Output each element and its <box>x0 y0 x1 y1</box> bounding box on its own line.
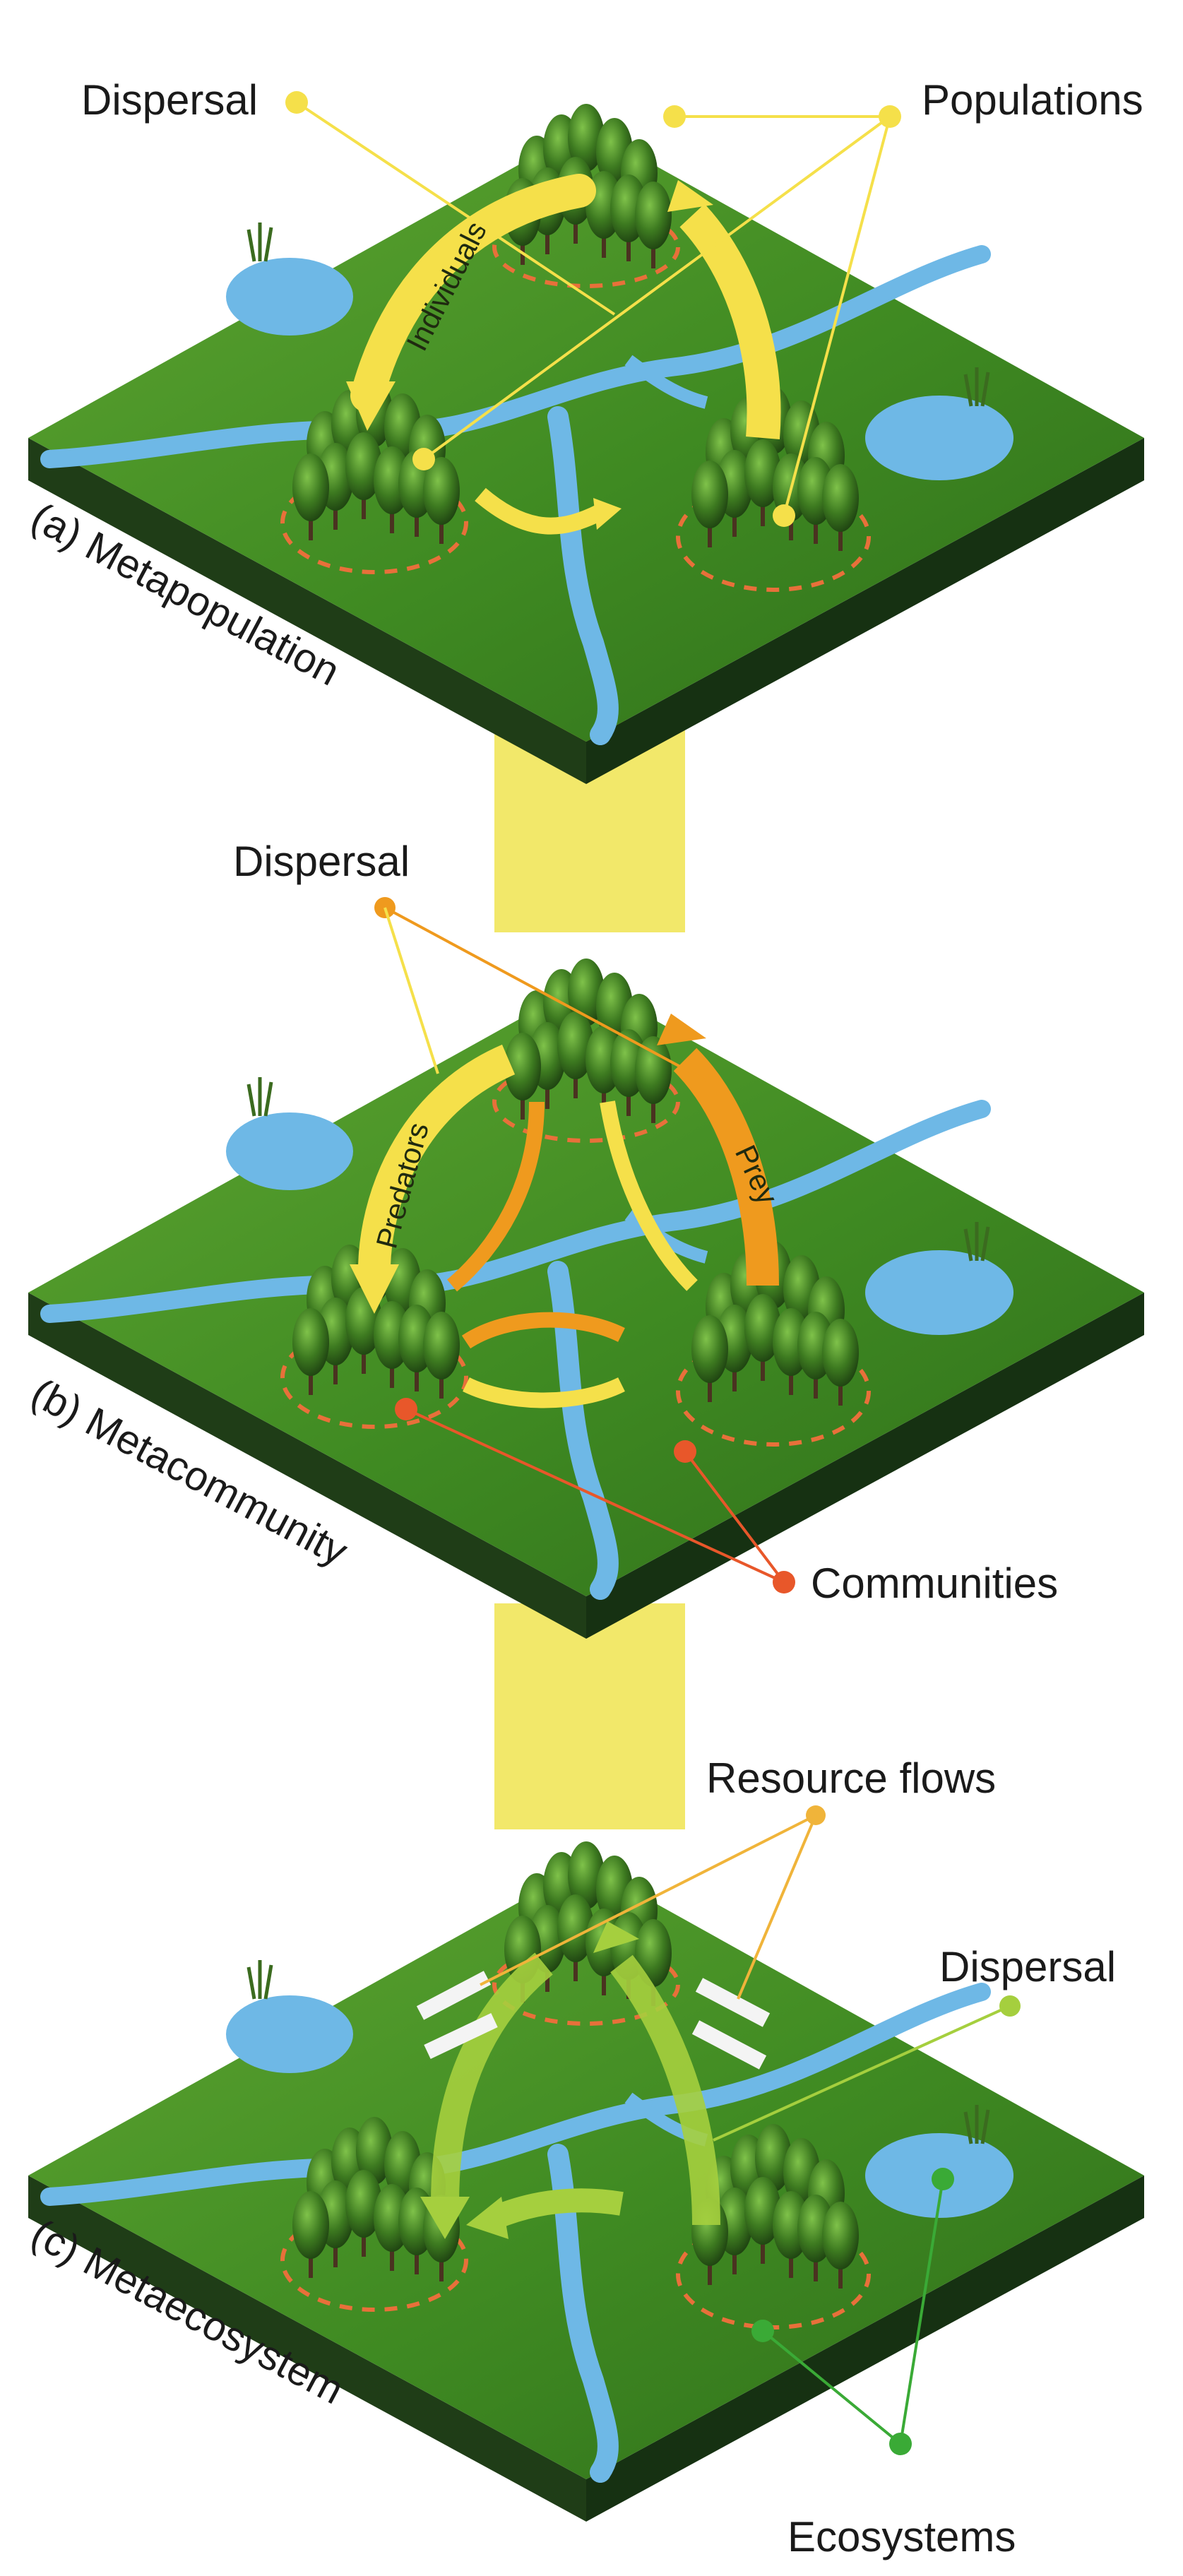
dispersal-label-a: Dispersal <box>81 76 258 124</box>
arrowhead <box>593 498 622 530</box>
dispersal-arrow-bottom-c <box>489 2188 624 2229</box>
arrowhead <box>420 2197 470 2239</box>
callout-line <box>384 906 707 1082</box>
callout-line <box>761 2329 902 2445</box>
callout-dot <box>773 504 795 527</box>
callout-line <box>783 116 891 516</box>
landscape-tile-b <box>28 958 1144 1639</box>
resource-flow-arrow-right <box>695 1978 771 2027</box>
ecosystems-label: Ecosystems <box>787 2513 1016 2560</box>
arrowhead <box>657 1014 706 1045</box>
arrowhead <box>346 381 396 431</box>
dispersal-arrow-individuals <box>350 174 596 412</box>
predator-dispersal-arrow-small <box>600 1100 698 1291</box>
resource-flow-arrow-left <box>424 2013 498 2059</box>
panel-c: Resource flows Dispersal Ecosystems (c) … <box>24 1755 1144 2560</box>
callout-line <box>684 1450 785 1584</box>
predator-dispersal-arrow <box>358 1044 516 1272</box>
callout-dot <box>395 1398 417 1420</box>
prey-dispersal-arrow <box>673 1047 779 1286</box>
callout-line <box>480 1814 816 1986</box>
callout-dot <box>674 1440 696 1463</box>
populations-label: Populations <box>922 76 1143 124</box>
callout-line <box>405 1408 785 1584</box>
callout-dot <box>751 2320 774 2342</box>
prey-dispersal-arrow-small <box>446 1101 545 1292</box>
prey-dispersal-arrow-bottom <box>461 1312 625 1349</box>
panel-b: Predators Prey Dispersal Communities (b)… <box>24 838 1144 1639</box>
predator-dispersal-arrow-bottom <box>463 1377 625 1408</box>
arrowhead <box>350 1264 399 1314</box>
callout-line <box>384 907 439 1074</box>
resource-flow-arrow-right <box>691 2020 767 2070</box>
arrowhead <box>466 2197 509 2239</box>
dispersal-label-b: Dispersal <box>233 838 410 885</box>
callout-line <box>422 115 891 461</box>
callout-dot <box>663 105 686 128</box>
callout-dot <box>932 2168 954 2190</box>
arrowhead <box>667 180 713 212</box>
resource-flow-arrow-left <box>416 1971 492 2020</box>
connector-band-bc <box>494 1603 685 1829</box>
callout-line <box>899 2178 944 2445</box>
resource-flows-label: Resource flows <box>706 1755 996 1802</box>
callout-line <box>713 2005 1011 2142</box>
dispersal-arrow-bottom <box>475 487 605 535</box>
communities-label: Communities <box>811 1560 1058 1607</box>
callout-line <box>295 101 616 316</box>
dispersal-arrow-left <box>431 1952 553 2204</box>
dispersal-arrow-right-c <box>610 1954 720 2226</box>
panel-a: Individuals Dispersal Populations (a) Me… <box>24 76 1144 784</box>
callout-line <box>737 1815 817 2000</box>
arrowhead <box>593 1921 639 1953</box>
dispersal-arrow-right <box>679 203 781 439</box>
callout-dot <box>412 448 435 470</box>
callout-dot <box>285 91 308 114</box>
dispersal-label-c: Dispersal <box>939 1943 1116 1990</box>
